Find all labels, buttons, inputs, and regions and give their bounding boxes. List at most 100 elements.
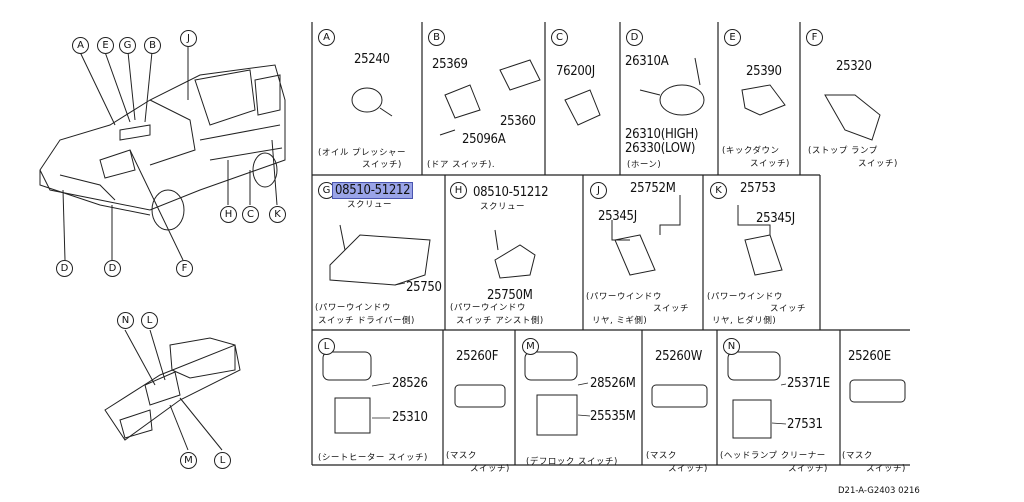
part-number[interactable]: 28526 <box>392 376 428 391</box>
frame-icon-n <box>727 351 781 381</box>
clip-icon <box>564 89 601 126</box>
caption: スイッチ) <box>470 464 510 474</box>
part-number[interactable]: 25345J <box>598 209 637 224</box>
caption: (ストップ ランプ <box>808 146 878 156</box>
window-switch-assist-icon <box>494 244 536 279</box>
callout-G[interactable]: G <box>119 37 136 54</box>
section-label-A: A <box>318 29 335 46</box>
callout-B[interactable]: B <box>144 37 161 54</box>
section-label-E: E <box>724 29 741 46</box>
part-number[interactable]: 26310A <box>625 54 669 69</box>
part-number[interactable]: 26310(HIGH) <box>625 127 699 142</box>
part-number[interactable]: 25320 <box>836 59 872 74</box>
diff-lock-switch-icon <box>536 394 578 436</box>
section-label-C: C <box>551 29 568 46</box>
part-number[interactable]: 25535M <box>590 409 636 424</box>
section-label-L: L <box>318 338 335 355</box>
callout-E[interactable]: E <box>97 37 114 54</box>
footer-code: D21-A-G2403 0216 <box>838 486 920 496</box>
part-number[interactable]: 25371E <box>787 376 830 391</box>
caption: (ホーン) <box>627 160 662 170</box>
caption: スイッチ <box>653 304 690 314</box>
caption: (シートヒーター スイッチ) <box>318 453 428 463</box>
part-number[interactable]: 25240 <box>354 52 390 67</box>
mask-icon-m <box>651 384 708 408</box>
headlamp-cleaner-switch-icon <box>732 399 772 439</box>
section-label-H: H <box>450 182 467 199</box>
part-number-highlighted[interactable]: 08510-51212 <box>331 182 414 199</box>
callout-D[interactable]: D <box>56 260 73 277</box>
caption: (デフロック スイッチ) <box>526 457 618 467</box>
part-number[interactable]: 26330(LOW) <box>625 141 696 156</box>
callout-H[interactable]: H <box>220 206 237 223</box>
callout-L-2[interactable]: L <box>214 452 231 469</box>
callout-L[interactable]: L <box>141 312 158 329</box>
section-label-F: F <box>806 29 823 46</box>
callout-D-2[interactable]: D <box>104 260 121 277</box>
truck-illustration <box>39 45 286 261</box>
caption: (ヘッドランプ クリーナー <box>720 451 826 461</box>
window-switch-driver-icon <box>329 234 431 286</box>
section-label-N: N <box>723 338 740 355</box>
caption: (パワーウインドウ <box>707 292 783 302</box>
callout-J[interactable]: J <box>180 30 197 47</box>
part-number[interactable]: 25310 <box>392 410 428 425</box>
oil-pressure-switch-icon <box>351 87 383 113</box>
section-label-B: B <box>428 29 445 46</box>
caption: (パワーウインドウ <box>315 303 391 313</box>
caption: スイッチ <box>770 304 807 314</box>
caption: スイッチ) <box>362 160 402 170</box>
part-number[interactable]: 25360 <box>500 114 536 129</box>
mask-icon-l <box>454 384 506 408</box>
console-illustration <box>104 329 241 451</box>
callout-N[interactable]: N <box>117 312 134 329</box>
mask-icon-n <box>849 379 906 403</box>
caption: (パワーウインドウ <box>586 292 662 302</box>
frame-icon-l <box>322 351 372 381</box>
part-number[interactable]: 27531 <box>787 417 823 432</box>
part-number[interactable]: 25369 <box>432 57 468 72</box>
callout-F[interactable]: F <box>176 260 193 277</box>
part-number[interactable]: 25096A <box>462 132 506 147</box>
caption: (マスク <box>646 451 677 461</box>
stop-lamp-switch-icon <box>824 94 881 141</box>
section-label-K: K <box>710 182 727 199</box>
kickdown-switch-icon <box>741 84 786 116</box>
horn-icon <box>659 84 705 116</box>
caption: (キックダウン <box>722 146 780 156</box>
part-number[interactable]: 76200J <box>556 64 595 79</box>
part-number[interactable]: 28526M <box>590 376 636 391</box>
caption: スイッチ) <box>858 159 898 169</box>
part-number[interactable]: 25753 <box>740 181 776 196</box>
part-number[interactable]: 25750 <box>406 280 442 295</box>
window-switch-rear-left-icon <box>744 234 783 276</box>
section-label-D: D <box>626 29 643 46</box>
door-switch-icon <box>444 84 481 119</box>
part-number[interactable]: 25390 <box>746 64 782 79</box>
caption: スイッチ) <box>788 464 828 474</box>
caption: スイッチ ドライバー側) <box>318 316 415 326</box>
caption: (マスク <box>446 451 477 461</box>
part-number[interactable]: 25260E <box>848 349 891 364</box>
caption: スイッチ アシスト側) <box>456 316 544 326</box>
part-number[interactable]: 25345J <box>756 211 795 226</box>
sub-caption: スクリュー <box>347 200 393 210</box>
part-number[interactable]: 25260F <box>456 349 499 364</box>
callout-C[interactable]: C <box>242 206 259 223</box>
callout-K[interactable]: K <box>269 206 286 223</box>
caption: スイッチ) <box>750 159 790 169</box>
section-label-M: M <box>522 338 539 355</box>
caption: スイッチ) <box>668 464 708 474</box>
sub-caption: スクリュー <box>480 202 526 212</box>
caption: (オイル プレッシャー <box>318 148 407 158</box>
part-number[interactable]: 25750M <box>487 288 533 303</box>
caption: リヤ, ヒダリ側) <box>712 316 777 326</box>
frame-icon-m <box>524 351 578 381</box>
callout-A[interactable]: A <box>72 37 89 54</box>
part-number[interactable]: 25260W <box>655 349 702 364</box>
callout-M[interactable]: M <box>180 452 197 469</box>
part-number[interactable]: 25752M <box>630 181 676 196</box>
part-number[interactable]: 08510-51212 <box>473 185 549 200</box>
section-label-J: J <box>590 182 607 199</box>
caption: スイッチ) <box>866 464 906 474</box>
